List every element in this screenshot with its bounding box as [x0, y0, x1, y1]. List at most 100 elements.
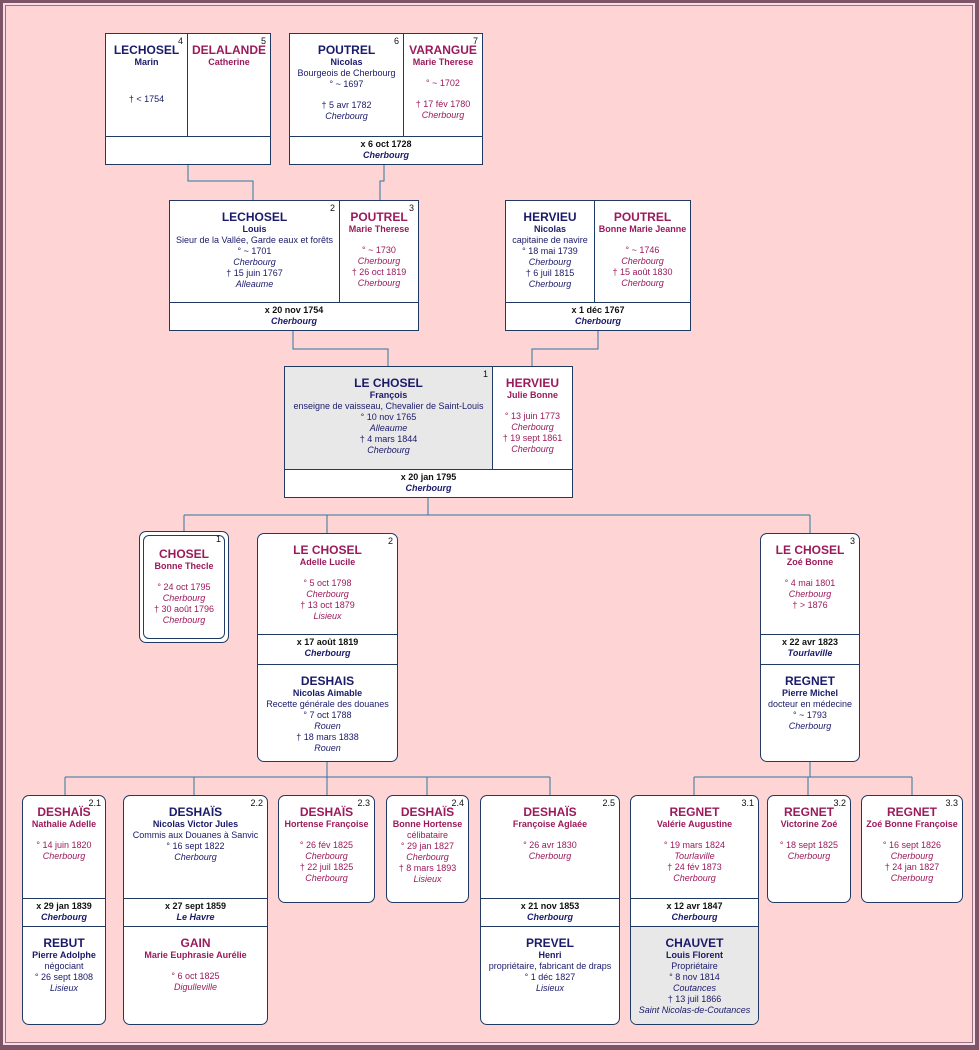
spouse-prevel-henri[interactable]: PREVEL Henri propriétaire, fabricant de …: [481, 926, 619, 1024]
birth-place: Lisieux: [535, 983, 564, 993]
marriage-date: x 20 jan 1795: [400, 472, 457, 482]
spouse-deshais-nicolas-aimable[interactable]: DESHAIS Nicolas Aimable Recette générale…: [258, 664, 397, 761]
child-box-chosel-bonne-thecle[interactable]: 1 CHOSEL Bonne Thecle ° 24 oct 1795 Cher…: [139, 531, 229, 643]
person-deshais-nathalie-adelle[interactable]: 2.1 DESHAÏS Nathalie Adelle ° 14 juin 18…: [23, 796, 105, 898]
death-date: † 8 mars 1893: [398, 863, 457, 873]
death-place: Cherbourg: [357, 278, 401, 288]
birth-place: Coutances: [672, 983, 717, 993]
birth-date: ° 18 mai 1739: [522, 246, 578, 256]
death-date: † 13 oct 1879: [300, 600, 355, 610]
birth-date: ° ~ 1701: [237, 246, 272, 256]
surname: DESHAÏS: [168, 805, 223, 819]
marriage-date: x 22 avr 1823: [781, 637, 839, 647]
sosa-number: 3: [408, 203, 414, 213]
first-name: Nathalie Adelle: [31, 819, 97, 829]
person-lechosel-marin[interactable]: 4 LECHOSEL Marin † < 1754: [106, 34, 188, 136]
surname: LE CHOSEL: [354, 376, 423, 390]
birth-place: Lisieux: [49, 983, 78, 993]
surname: CHOSEL: [158, 547, 209, 561]
birth-place: Cherbourg: [233, 257, 276, 267]
marriage-place: Cherbourg: [575, 316, 621, 326]
occupation: enseigne de vaisseau, Chevalier de Saint…: [293, 401, 484, 411]
first-name: Catherine: [208, 57, 250, 67]
person-regnet-valerie-augustine[interactable]: 3.1 REGNET Valérie Augustine ° 19 mars 1…: [631, 796, 758, 898]
marriage-info: x 1 déc 1767 Cherbourg: [506, 302, 690, 330]
marriage-place: Cherbourg: [363, 150, 409, 160]
surname: REBUT: [43, 936, 85, 950]
child-number: 3.1: [741, 798, 754, 808]
death-date: † 4 mars 1844: [359, 434, 418, 444]
person-lechosel-louis[interactable]: 2 LECHOSEL Louis Sieur de la Vallée, Gar…: [170, 201, 340, 302]
marriage-date: x 6 oct 1728: [360, 139, 412, 149]
occupation: célibataire: [406, 830, 449, 840]
first-name: Bonne Marie Jeanne: [598, 224, 687, 234]
child-number: 3: [849, 536, 855, 546]
spouse-regnet-pierre-michel[interactable]: REGNET Pierre Michel docteur en médecine…: [761, 664, 859, 761]
marriage-date: x 12 avr 1847: [666, 901, 723, 911]
birth-place: Cherbourg: [406, 852, 449, 862]
birth-place: Cherbourg: [174, 852, 217, 862]
surname: POUTREL: [350, 210, 408, 224]
marriage-place: Le Havre: [176, 912, 215, 922]
surname: HERVIEU: [523, 210, 577, 224]
birth-date: ° ~ 1746: [625, 245, 660, 255]
birth-date: ° ~ 1697: [329, 79, 364, 89]
person-regnet-zoe-bonne-francoise[interactable]: 3.3 REGNET Zoé Bonne Françoise ° 16 sept…: [862, 796, 962, 902]
person-hervieu-nicolas[interactable]: HERVIEU Nicolas capitaine de navire ° 18…: [506, 201, 595, 302]
occupation: Propriétaire: [671, 961, 718, 971]
death-date: † < 1754: [128, 94, 165, 104]
marriage-info: x 27 sept 1859 Le Havre: [124, 898, 267, 926]
first-name: François: [369, 390, 408, 400]
child-number: 3.3: [945, 798, 958, 808]
birth-date: ° 24 oct 1795: [157, 582, 211, 592]
surname: POUTREL: [613, 210, 672, 224]
person-delalande-catherine[interactable]: 5 DELALANDE Catherine: [188, 34, 270, 136]
person-le-chosel-zoe-bonne[interactable]: 3 LE CHOSEL Zoé Bonne ° 4 mai 1801 Cherb…: [761, 534, 859, 634]
surname: REGNET: [669, 805, 720, 819]
spouse-rebut-pierre-adolphe[interactable]: REBUT Pierre Adolphe négociant ° 26 sept…: [23, 926, 105, 1024]
marriage-date: x 29 jan 1839: [36, 901, 92, 911]
person-hervieu-julie-bonne[interactable]: HERVIEU Julie Bonne ° 13 juin 1773 Cherb…: [493, 367, 572, 469]
grandchild-box-2-4: 2.4 DESHAÏS Bonne Hortense célibataire °…: [386, 795, 469, 903]
person-deshais-francoise-aglaee[interactable]: 2.5 DESHAÏS Françoise Aglaée ° 26 avr 18…: [481, 796, 619, 898]
person-le-chosel-adelle-lucile[interactable]: 2 LE CHOSEL Adelle Lucile ° 5 oct 1798 C…: [258, 534, 397, 634]
death-place: Cherbourg: [325, 111, 368, 121]
family-box-poutrel-varangue: 6 POUTREL Nicolas Bourgeois de Cherbourg…: [289, 33, 483, 165]
surname: DESHAÏS: [299, 805, 354, 819]
death-date: † 24 fév 1873: [667, 862, 722, 872]
person-deshais-nicolas-victor-jules[interactable]: 2.2 DESHAÏS Nicolas Victor Jules Commis …: [124, 796, 267, 898]
person-varangue-marie-therese[interactable]: 7 VARANGUE Marie Therese ° ~ 1702 † 17 f…: [404, 34, 482, 136]
birth-date: ° 8 nov 1814: [669, 972, 720, 982]
first-name: Bonne Hortense: [392, 819, 463, 829]
surname: POUTREL: [317, 43, 376, 57]
first-name: Nicolas Victor Jules: [152, 819, 239, 829]
occupation: Sieur de la Vallée, Garde eaux et forêts: [176, 235, 333, 245]
child-number: 2.3: [357, 798, 370, 808]
person-deshais-hortense-francoise[interactable]: 2.3 DESHAÏS Hortense Françoise ° 26 fév …: [279, 796, 374, 902]
grandchild-box-2-2: 2.2 DESHAÏS Nicolas Victor Jules Commis …: [123, 795, 268, 1025]
birth-date: ° 1 déc 1827: [524, 972, 576, 982]
occupation: Bourgeois de Cherbourg: [297, 68, 396, 78]
birth-date: ° 19 mars 1824: [663, 840, 726, 850]
birth-place: Cherbourg: [357, 256, 401, 266]
first-name: Marie Therese: [412, 57, 474, 67]
occupation: négociant: [44, 961, 84, 971]
birth-date: ° 10 nov 1765: [360, 412, 417, 422]
person-le-chosel-francois[interactable]: 1 LE CHOSEL François enseigne de vaissea…: [285, 367, 493, 469]
birth-place: Cherbourg: [42, 851, 86, 861]
person-poutrel-nicolas[interactable]: 6 POUTREL Nicolas Bourgeois de Cherbourg…: [290, 34, 404, 136]
marriage-date: x 1 déc 1767: [571, 305, 625, 315]
person-poutrel-bonne-marie-jeanne[interactable]: POUTREL Bonne Marie Jeanne ° ~ 1746 Cher…: [595, 201, 690, 302]
person-regnet-victorine-zoe[interactable]: 3.2 REGNET Victorine Zoé ° 18 sept 1825 …: [768, 796, 850, 902]
surname: CHAUVET: [665, 936, 724, 950]
marriage-place: Cherbourg: [304, 648, 351, 658]
sosa-number: 1: [482, 369, 488, 379]
surname: LE CHOSEL: [293, 543, 362, 557]
person-deshais-bonne-hortense[interactable]: 2.4 DESHAÏS Bonne Hortense célibataire °…: [387, 796, 468, 902]
marriage-info: x 17 août 1819 Cherbourg: [258, 634, 397, 664]
spouse-chauvet-louis-florent[interactable]: CHAUVET Louis Florent Propriétaire ° 8 n…: [631, 926, 758, 1024]
death-date: † 15 juin 1767: [226, 268, 283, 278]
person-poutrel-marie-therese[interactable]: 3 POUTREL Marie Therese ° ~ 1730 Cherbou…: [340, 201, 418, 302]
spouse-gain-marie-euphrasie-aurelie[interactable]: GAIN Marie Euphrasie Aurélie ° 6 oct 182…: [124, 926, 267, 1024]
birth-date: ° 16 sept 1826: [882, 840, 942, 850]
